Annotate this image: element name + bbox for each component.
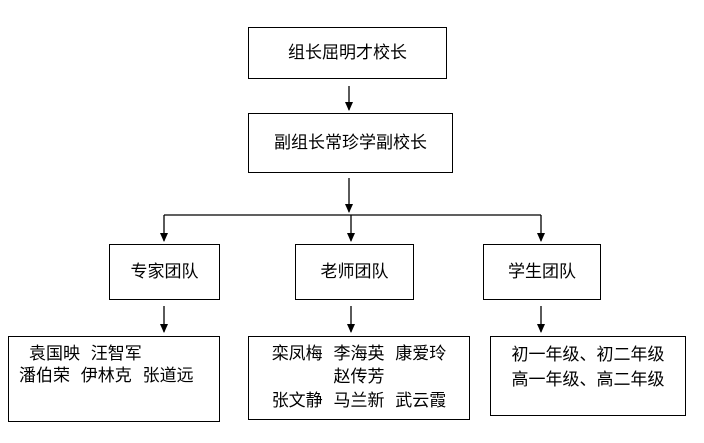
members-box-experts: 袁国映 汪智军 潘伯荣 伊林克 张道远 [8,336,220,422]
team-label-experts: 专家团队 [130,261,199,282]
leader-label: 组长屈明才校长 [288,42,407,63]
team-box-experts: 专家团队 [109,244,220,300]
member-line: 潘伯荣 伊林克 张道远 [19,366,194,387]
members-box-teachers: 栾凤梅 李海英 康爱玲 赵传芳 张文静 马兰新 武云霞 [248,336,470,420]
team-label-teachers: 老师团队 [320,261,389,282]
member-line: 高一年级、高二年级 [511,369,665,390]
team-box-students: 学生团队 [483,244,601,300]
member-line: 栾凤梅 李海英 康爱玲 [271,344,447,364]
leader-box: 组长屈明才校长 [248,27,447,79]
deputy-label: 副组长常珍学副校长 [274,132,427,153]
member-line: 初一年级、初二年级 [511,345,665,365]
members-box-students: 初一年级、初二年级 高一年级、高二年级 [490,336,686,416]
team-box-teachers: 老师团队 [295,244,414,300]
deputy-box: 副组长常珍学副校长 [248,113,453,173]
member-line: 赵传芳 [333,367,385,388]
member-line: 张文静 马兰新 武云霞 [271,390,447,411]
team-label-students: 学生团队 [508,261,576,282]
member-line: 袁国映 汪智军 [29,344,142,364]
